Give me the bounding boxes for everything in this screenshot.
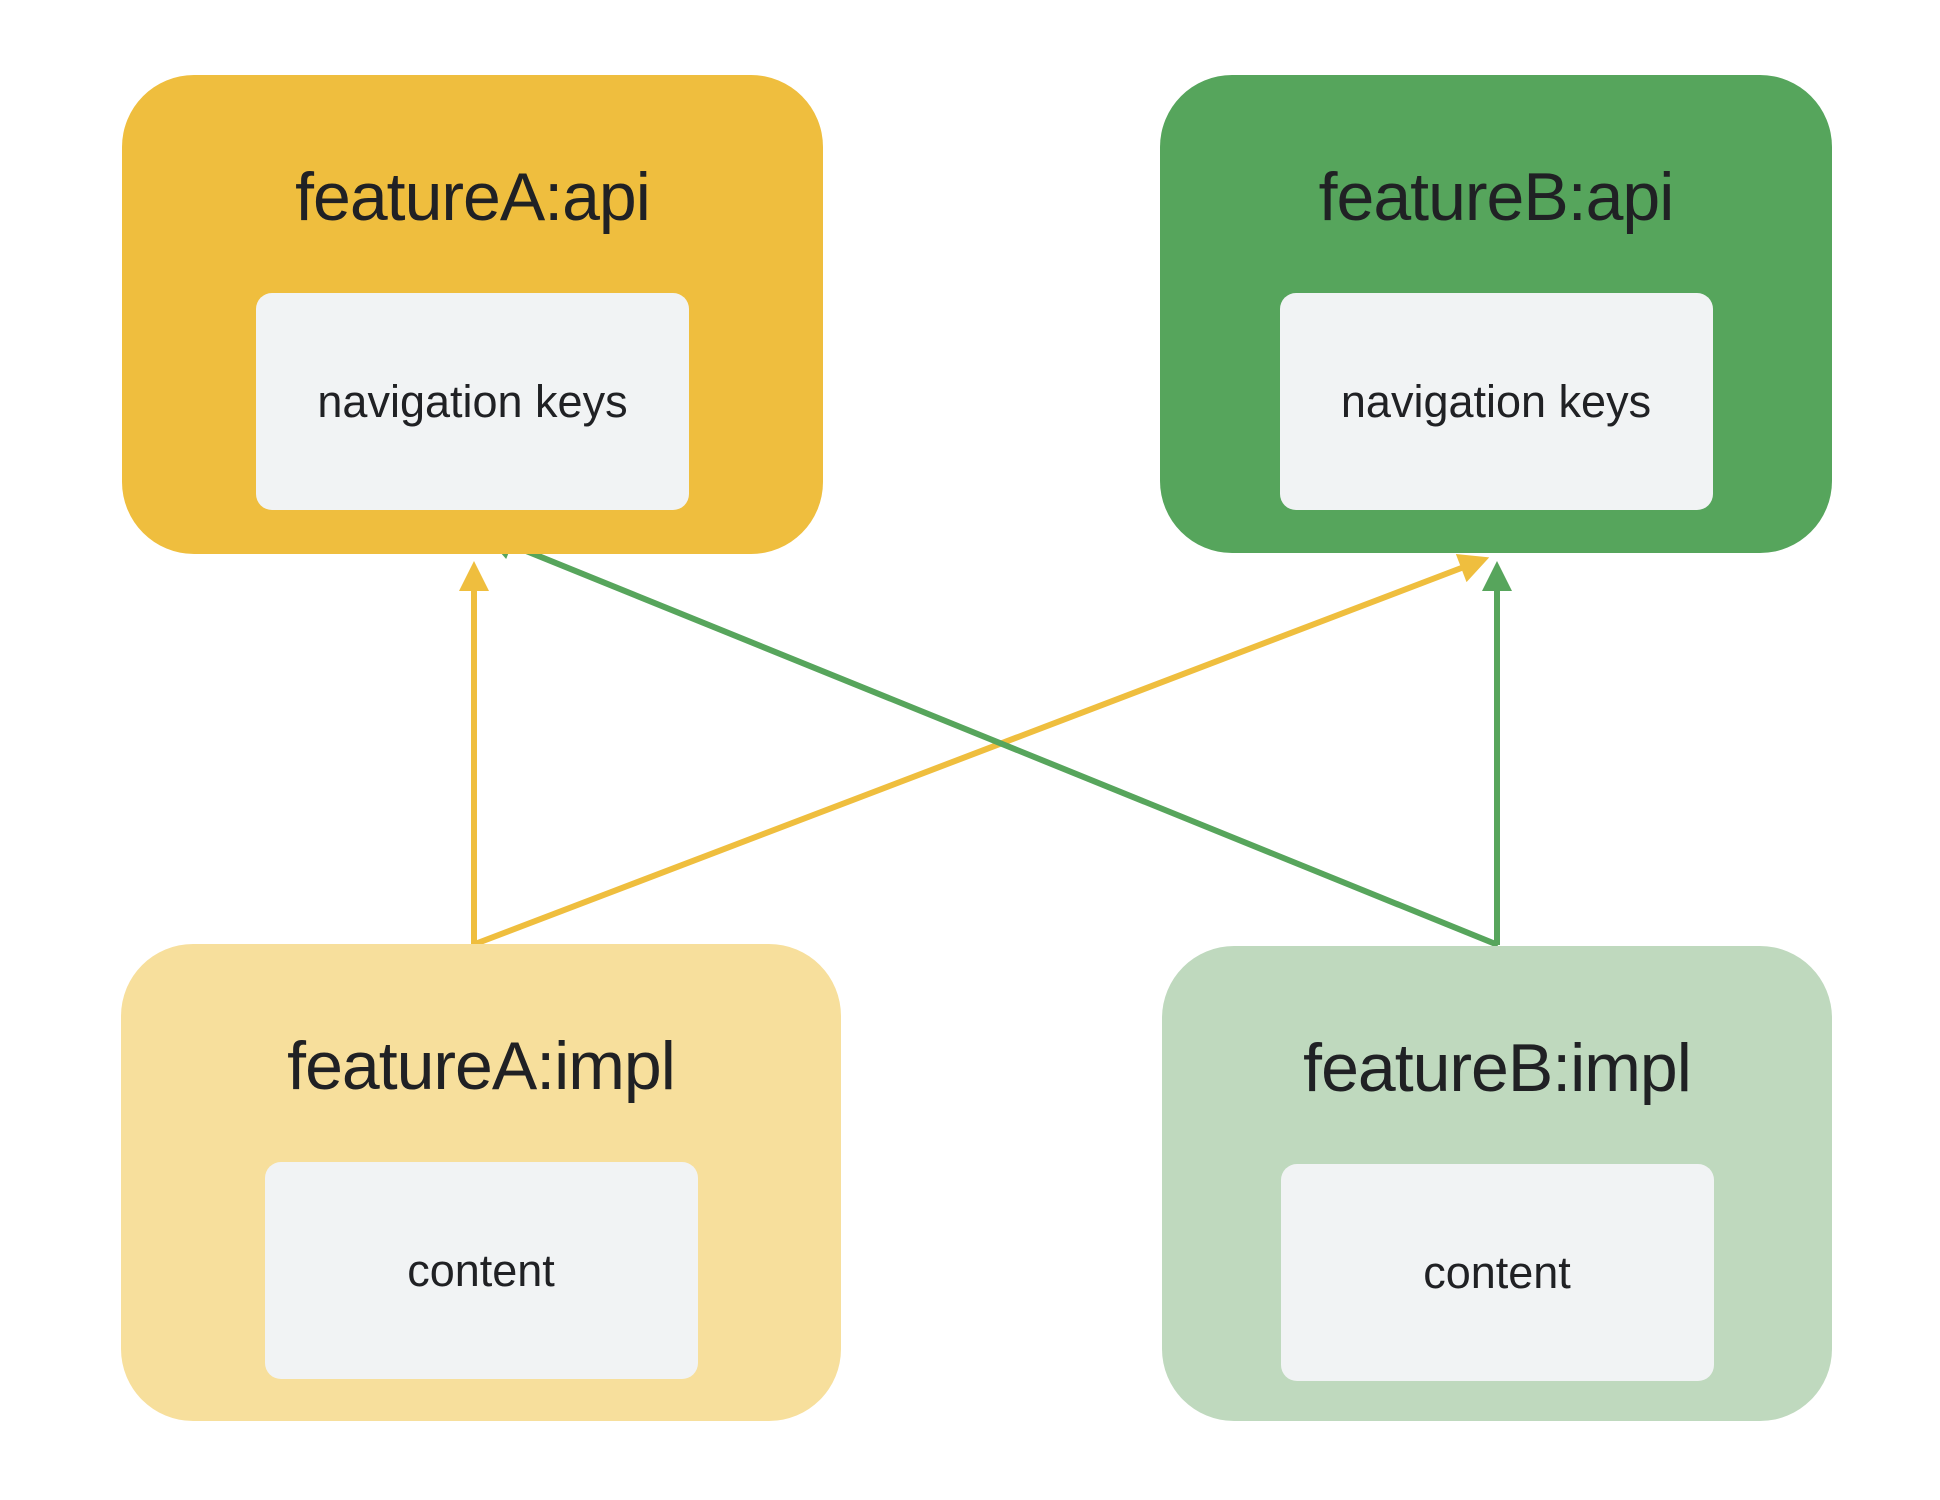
module-featureB-api: featureB:api navigation keys: [1160, 75, 1832, 553]
module-featureB-api-contents-box: navigation keys: [1279, 293, 1713, 510]
module-featureA-api-title: featureA:api: [295, 159, 651, 235]
module-featureA-impl-title: featureA:impl: [287, 1028, 676, 1104]
arrow-featureB-impl-to-featureA-api: [483, 531, 1500, 948]
module-featureB-api-title: featureB:api: [1318, 159, 1675, 235]
module-featureB-impl-contents-box: content: [1280, 1164, 1714, 1381]
module-featureA-impl: featureA:impl content: [121, 944, 841, 1421]
module-featureA-impl-contents-label: content: [407, 1244, 555, 1296]
module-featureB-api-contents-label: navigation keys: [1340, 375, 1652, 427]
module-featureA-api-contents-label: navigation keys: [317, 375, 628, 427]
module-featureB-impl: featureB:impl content: [1162, 946, 1832, 1421]
module-featureB-impl-title: featureB:impl: [1303, 1030, 1692, 1106]
module-featureA-impl-contents-box: content: [264, 1162, 698, 1379]
arrow-featureA-impl-to-featureB-api: [473, 554, 1490, 947]
module-featureA-api-contents-box: navigation keys: [256, 293, 689, 510]
module-featureA-api: featureA:api navigation keys: [122, 75, 823, 554]
module-featureB-impl-contents-label: content: [1423, 1246, 1571, 1298]
